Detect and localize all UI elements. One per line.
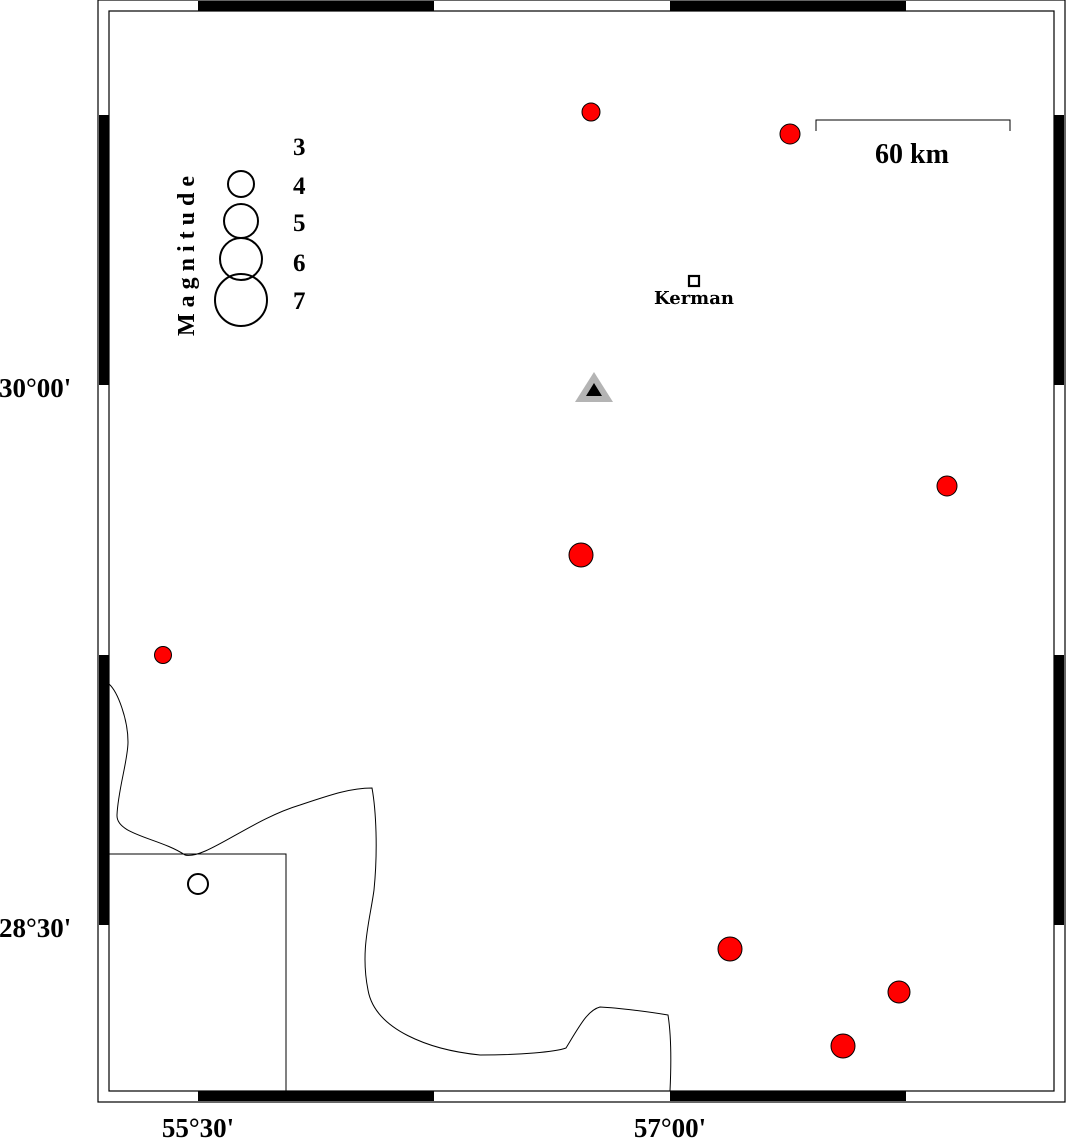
earthquake-event — [887, 980, 911, 1004]
open-event-marker — [187, 873, 209, 895]
legend-label: 6 — [293, 250, 306, 277]
earthquake-event — [779, 123, 801, 145]
city-label: Kerman — [654, 288, 734, 309]
legend-circle-6 — [219, 237, 263, 281]
legend-circle-4 — [227, 170, 255, 198]
y-tick-label: 28°30' — [0, 913, 71, 943]
legend-label: 4 — [293, 173, 306, 200]
legend-label: 7 — [293, 288, 306, 315]
scale-bar-label: 60 km — [875, 139, 949, 170]
map-frame — [97, 0, 1066, 1103]
coastline — [108, 683, 672, 1092]
scale-bar: 60 km — [815, 119, 1011, 170]
city-square-icon — [687, 274, 701, 288]
earthquake-event — [830, 1033, 856, 1059]
legend-circle-7 — [214, 273, 268, 327]
earthquake-event — [568, 542, 594, 568]
legend-title: Magnitude — [174, 170, 200, 336]
earthquake-event — [936, 475, 958, 497]
earthquake-event — [154, 646, 172, 664]
city-kerman: Kerman — [654, 274, 734, 309]
legend-label: 3 — [293, 134, 306, 161]
y-tick-label: 30°00' — [0, 373, 71, 403]
legend-circle-5 — [223, 203, 259, 239]
x-tick-label: 55°30' — [162, 1113, 234, 1140]
magnitude-legend: Magnitude 3 4 5 6 7 — [174, 134, 306, 336]
earthquake-events — [154, 102, 958, 1059]
earthquake-event — [581, 102, 601, 122]
y-axis-labels: 30°00' 28°30' — [0, 373, 71, 943]
earthquake-event — [717, 936, 743, 962]
x-axis-labels: 55°30' 57°00' — [162, 1113, 706, 1140]
station-triangle-icon — [575, 372, 613, 402]
x-tick-label: 57°00' — [634, 1113, 706, 1140]
legend-label: 5 — [293, 210, 306, 237]
